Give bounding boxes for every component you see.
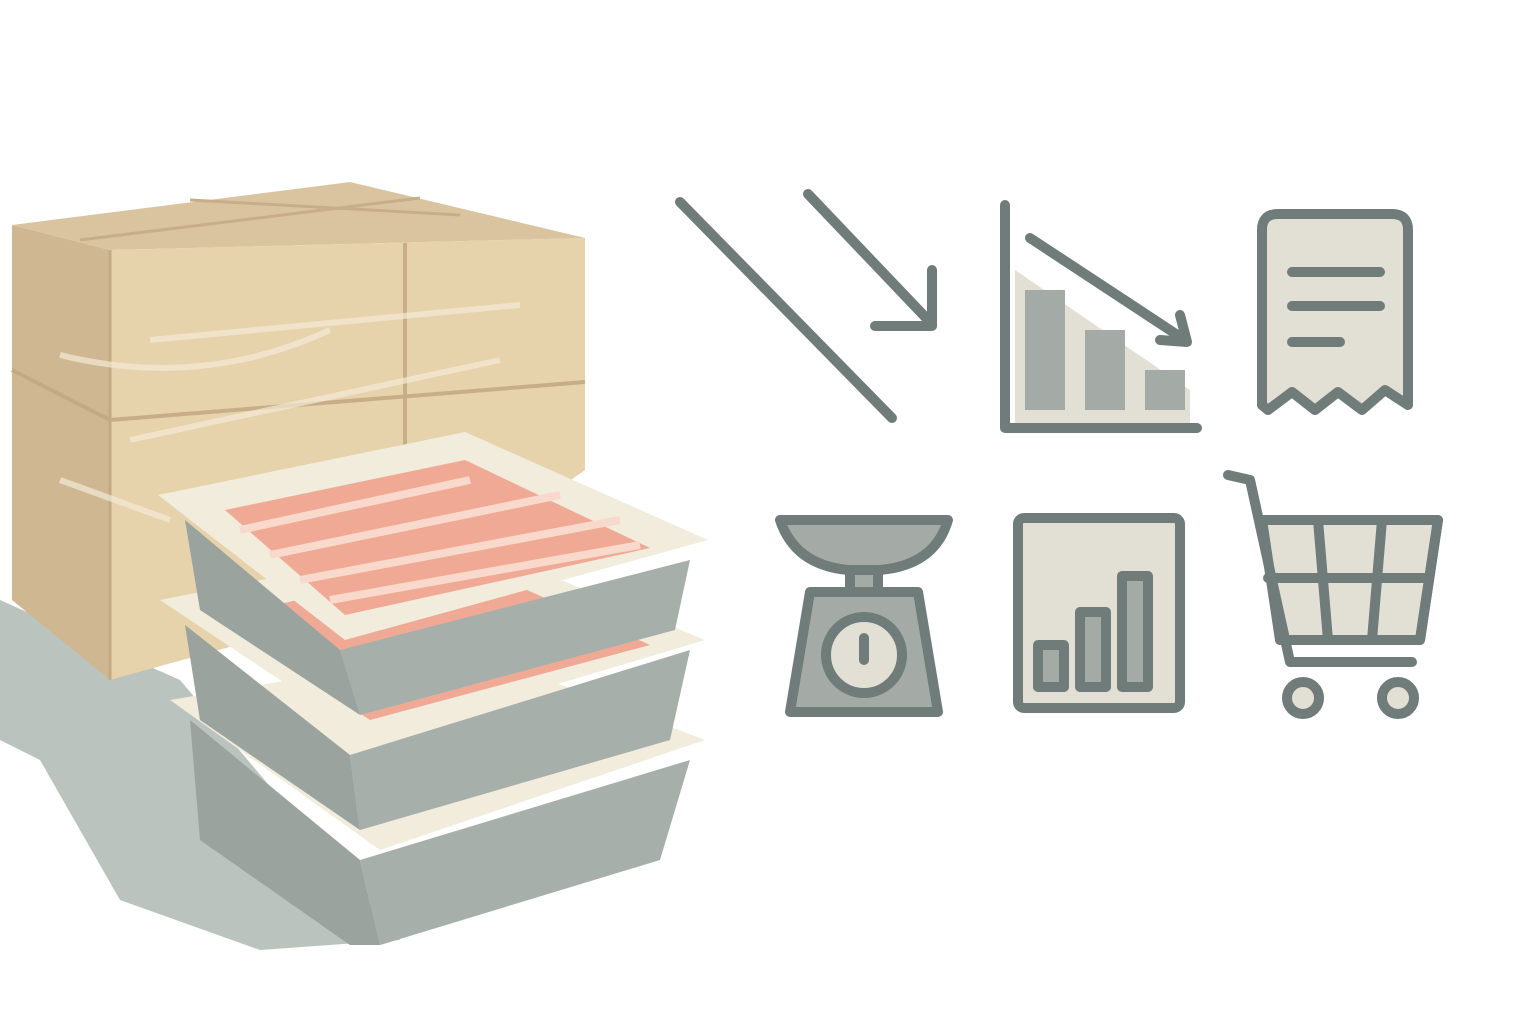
shopping-cart-icon xyxy=(1223,470,1443,719)
down-arrow-icon xyxy=(675,189,937,423)
declining-bar-chart-icon xyxy=(1000,200,1202,433)
kitchen-scale-icon xyxy=(775,515,953,717)
receipt-icon xyxy=(1257,209,1413,415)
rising-bar-chart-icon xyxy=(1013,513,1185,713)
meat-tray-stack xyxy=(158,432,708,945)
